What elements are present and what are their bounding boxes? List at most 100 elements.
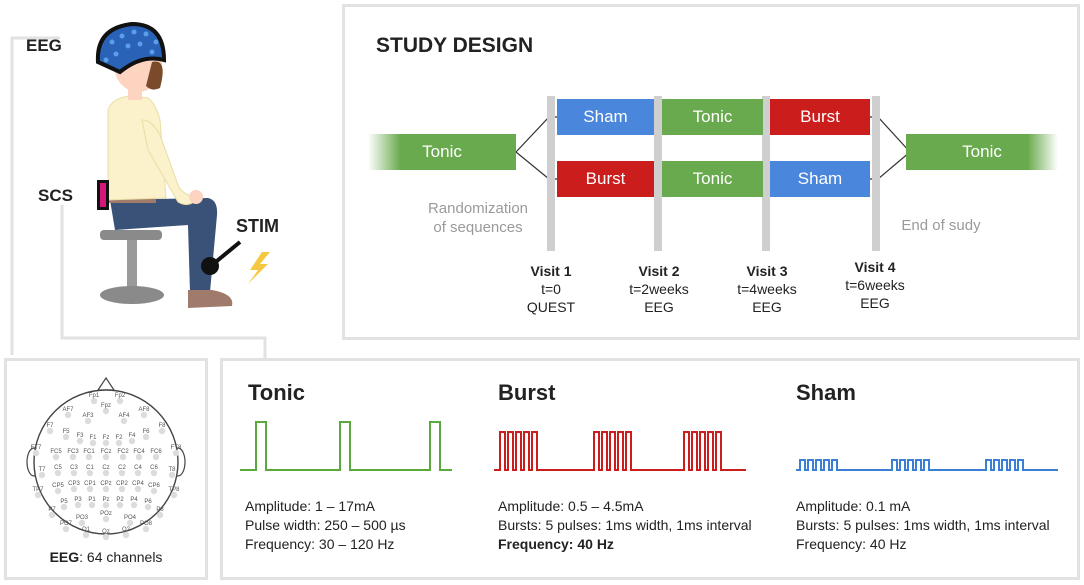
electrode-F8 (158, 427, 166, 435)
electrode-P3 (74, 501, 82, 509)
electrode-label-PO4: PO4 (124, 515, 137, 521)
row1-period1-bar: Sham (557, 99, 654, 135)
electrode-F2 (115, 439, 123, 447)
lightning-bolt-icon (248, 252, 270, 284)
stool-seat (100, 230, 162, 240)
electrode-CPz (102, 485, 110, 493)
row2-period1-bar: Burst (557, 161, 654, 197)
electrode-label-O1: O1 (82, 527, 91, 533)
electrode-Cz (102, 469, 110, 477)
sham-waveform (796, 459, 1058, 471)
electrode-label-P5: P5 (60, 499, 68, 505)
electrode-Oz (102, 533, 110, 541)
electrode-label-PO8: PO8 (140, 521, 153, 527)
electrode-label-C1: C1 (86, 465, 94, 471)
visit-3-line (762, 96, 770, 251)
electrode-label-F6: F6 (142, 429, 150, 435)
electrode-label-F3: F3 (76, 433, 84, 439)
electrode-label-F4: F4 (128, 433, 136, 439)
electrode-TP8 (170, 491, 178, 499)
electrode-label-CPz: CPz (100, 481, 111, 487)
stool-base (100, 286, 164, 304)
electrode-label-O2: O2 (122, 527, 131, 533)
electrode-label-FC4: FC4 (133, 449, 145, 455)
electrode-F4 (128, 437, 136, 445)
electrode-F3 (76, 437, 84, 445)
electrode-label-F1: F1 (89, 435, 97, 441)
visit-4-line (872, 96, 880, 251)
electrode-label-Fp1: Fp1 (89, 393, 100, 399)
electrode-label-C2: C2 (118, 465, 126, 471)
visit-1-line (547, 96, 555, 251)
electrode-P4 (130, 501, 138, 509)
electrode-FC6 (152, 453, 160, 461)
electrode-label-F2: F2 (115, 435, 123, 441)
electrode-FC3 (69, 453, 77, 461)
electrode-label-FC2: FC2 (117, 449, 129, 455)
electrode-AF7 (64, 411, 72, 419)
electrode-label-C4: C4 (134, 465, 142, 471)
electrode-AF3 (84, 417, 92, 425)
electrode-label-FT7: FT7 (31, 445, 42, 451)
electrode-F1 (89, 439, 97, 447)
electrode-label-P8: P8 (156, 507, 164, 513)
electrode-FT8 (172, 449, 180, 457)
electrode-FC1 (85, 453, 93, 461)
electrode-label-AF4: AF4 (118, 413, 130, 419)
electrode-label-Fp2: Fp2 (115, 393, 126, 399)
electrode-P8 (156, 511, 164, 519)
electrode-T7 (38, 471, 46, 479)
tonic-waveform (240, 421, 452, 471)
electrode-label-CP6: CP6 (148, 483, 160, 489)
electrode-CP2 (118, 485, 126, 493)
electrode-label-F8: F8 (158, 423, 166, 429)
electrode-label-FC1: FC1 (83, 449, 95, 455)
electrode-label-FC6: FC6 (150, 449, 162, 455)
electrode-CP1 (86, 485, 94, 493)
sham-title: Sham (796, 380, 856, 405)
electrode-Fpz (102, 407, 110, 415)
tonic-bar-right: Tonic (906, 134, 1058, 170)
electrode-FC4 (135, 453, 143, 461)
electrode-label-TP7: TP7 (32, 487, 44, 493)
electrode-label-C6: C6 (150, 465, 158, 471)
electrode-PO4 (126, 519, 134, 527)
electrode-label-Cz: Cz (102, 465, 109, 471)
electrode-FC2 (119, 453, 127, 461)
electrode-label-P1: P1 (88, 497, 96, 503)
row1-period3-bar: Burst (770, 99, 870, 135)
electrode-P2 (116, 501, 124, 509)
pants (110, 198, 218, 292)
electrode-label-P6: P6 (144, 499, 152, 505)
electrode-Fp1 (90, 397, 98, 405)
electrode-label-Pz: Pz (102, 497, 109, 503)
electrode-Pz (102, 501, 110, 509)
stim-label: STIM (236, 216, 279, 236)
electrode-Fp2 (116, 397, 124, 405)
electrode-AF4 (120, 417, 128, 425)
electrode-label-P4: P4 (130, 497, 138, 503)
electrode-label-Oz: Oz (102, 529, 110, 535)
electrode-label-CP5: CP5 (52, 483, 64, 489)
scs-label: SCS (38, 186, 73, 205)
electrode-C1 (86, 469, 94, 477)
stool-leg (127, 240, 137, 292)
shoe (188, 290, 233, 308)
electrode-label-Fpz: Fpz (101, 403, 111, 409)
electrode-P5 (60, 503, 68, 511)
electrode-F7 (46, 427, 54, 435)
sham-params: Amplitude: 0.1 mA Bursts: 5 pulses: 1ms … (796, 498, 1050, 552)
study-design-title: STUDY DESIGN (376, 34, 534, 57)
electrode-label-PO7: PO7 (60, 521, 73, 527)
electrode-label-PO3: PO3 (76, 515, 89, 521)
hair (146, 61, 163, 90)
electrode-O2 (122, 531, 130, 539)
electrode-label-POz: POz (100, 511, 112, 517)
electrode-label-AF8: AF8 (138, 407, 150, 413)
electrode-TP7 (34, 491, 42, 499)
electrode-label-CP3: CP3 (68, 481, 80, 487)
shirt (107, 95, 167, 201)
